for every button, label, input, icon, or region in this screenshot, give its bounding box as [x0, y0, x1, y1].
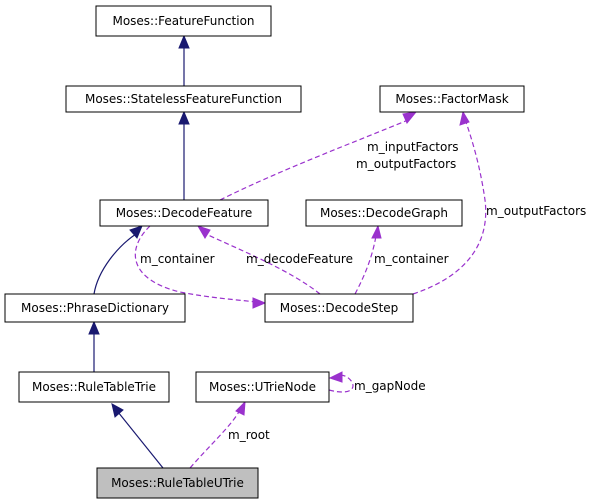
arrowhead-feature: [178, 34, 190, 49]
edge-decodestep-to-decodegraph: [354, 235, 377, 295]
arrowhead-decodegraph: [371, 224, 382, 239]
nodes: Moses::FeatureFunction Moses::StatelessF…: [4, 5, 525, 499]
edge-decodestep-to-factormask: [412, 121, 487, 295]
arrowhead-factormask-2: [459, 110, 470, 126]
arrowhead-factormask-1: [402, 111, 418, 124]
inheritance-edges: [88, 34, 190, 469]
arrowhead-decodefeature-2: [196, 225, 211, 239]
edge-ruletableutrie-to-utrienode: [189, 409, 241, 469]
arrowhead-decodefeature: [129, 225, 143, 239]
node-stateless-feature-function-label: Moses::StatelessFeatureFunction: [85, 92, 282, 106]
node-decode-graph[interactable]: Moses::DecodeGraph: [305, 199, 463, 227]
label-decode-feature: m_decodeFeature: [246, 252, 353, 266]
arrowhead-ruletabletrie: [111, 403, 124, 418]
node-decode-graph-label: Moses::DecodeGraph: [320, 206, 448, 220]
node-rule-table-utrie[interactable]: Moses::RuleTableUTrie: [96, 467, 259, 499]
node-feature-function[interactable]: Moses::FeatureFunction: [95, 5, 272, 37]
label-container-1: m_container: [140, 252, 215, 266]
label-input-factors: m_inputFactors: [367, 140, 459, 154]
node-decode-step[interactable]: Moses::DecodeStep: [264, 293, 414, 323]
edge-phrasedict-to-decodefeature: [93, 233, 137, 295]
label-output-factors-2: m_outputFactors: [486, 204, 586, 218]
node-phrase-dictionary[interactable]: Moses::PhraseDictionary: [4, 293, 186, 323]
node-utrie-node-label: Moses::UTrieNode: [209, 380, 316, 394]
node-decode-feature[interactable]: Moses::DecodeFeature: [99, 199, 269, 227]
node-rule-table-trie-label: Moses::RuleTableTrie: [32, 380, 156, 394]
arrowhead-utrienode: [235, 400, 246, 416]
node-phrase-dictionary-label: Moses::PhraseDictionary: [21, 301, 169, 315]
node-stateless-feature-function[interactable]: Moses::StatelessFeatureFunction: [65, 85, 302, 113]
edge-labels: m_inputFactors m_outputFactors m_outputF…: [140, 140, 586, 442]
usage-edges: [134, 110, 487, 469]
node-decode-feature-label: Moses::DecodeFeature: [116, 206, 253, 220]
node-utrie-node[interactable]: Moses::UTrieNode: [195, 371, 330, 403]
label-root: m_root: [228, 428, 270, 442]
arrowhead-decodestep: [252, 297, 267, 309]
arrowhead-stateless: [178, 110, 190, 125]
node-rule-table-trie[interactable]: Moses::RuleTableTrie: [18, 371, 170, 403]
edge-ruletableutrie-to-ruletabletrie: [117, 411, 164, 469]
node-rule-table-utrie-label: Moses::RuleTableUTrie: [111, 476, 244, 490]
node-factor-mask-label: Moses::FactorMask: [395, 92, 508, 106]
arrowhead-phrasedict: [88, 320, 100, 335]
edge-decodefeature-to-factormask: [219, 119, 409, 201]
label-gap-node: m_gapNode: [354, 379, 426, 393]
arrowhead-utrienode-self: [328, 371, 343, 383]
edge-decodefeature-to-decodestep: [134, 225, 257, 303]
label-container-2: m_container: [374, 252, 449, 266]
edge-decodestep-to-decodefeature: [205, 233, 321, 295]
node-decode-step-label: Moses::DecodeStep: [280, 301, 399, 315]
label-output-factors-1: m_outputFactors: [356, 157, 456, 171]
node-feature-function-label: Moses::FeatureFunction: [112, 14, 254, 28]
node-factor-mask[interactable]: Moses::FactorMask: [379, 85, 525, 113]
